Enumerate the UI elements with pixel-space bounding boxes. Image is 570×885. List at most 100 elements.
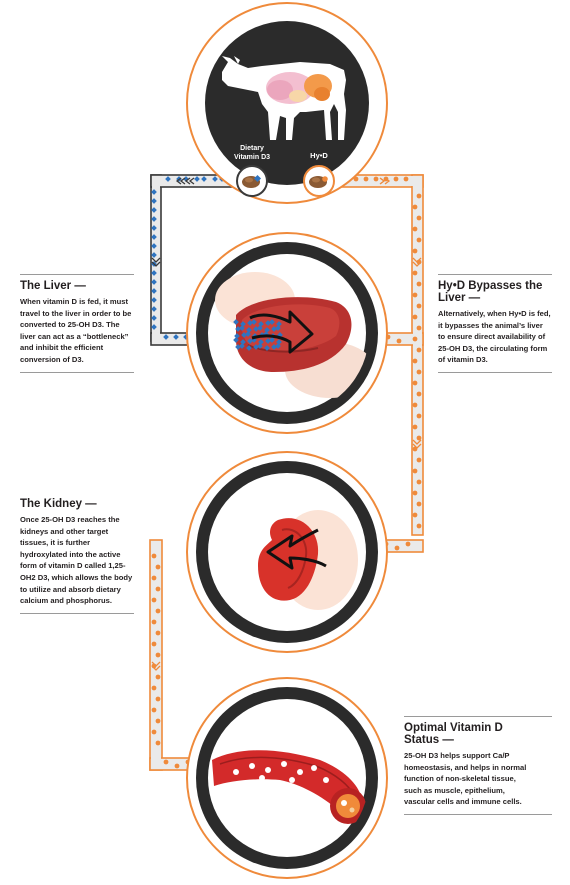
- pipe-diamond: [151, 306, 157, 312]
- pipe-dot: [416, 193, 422, 199]
- callout-hyd-bypass-title: Hy•D Bypasses the Liver —: [438, 280, 543, 304]
- pipe-diamond: [253, 326, 259, 332]
- pipe-dot: [412, 292, 418, 298]
- callout-rule: [438, 274, 552, 275]
- pipe-dot: [297, 769, 303, 775]
- pipe-dot: [281, 761, 287, 767]
- pipe-dot: [155, 564, 161, 570]
- pipe-diamond: [264, 327, 270, 333]
- conversion-arrow-icon: [249, 310, 314, 354]
- pipe-dot: [151, 729, 157, 735]
- callout-rule: [404, 716, 552, 717]
- callout-status: Optimal Vitamin D Status — 25-OH D3 help…: [404, 716, 552, 815]
- pipe-diamond: [275, 343, 281, 349]
- pipe-dot: [259, 775, 265, 781]
- pipe-dot: [416, 237, 422, 243]
- pipe-dot: [412, 226, 418, 232]
- pipe-diamond: [276, 339, 282, 345]
- pipe-dot: [412, 270, 418, 276]
- pipe-dot: [412, 380, 418, 386]
- pipe-dot: [416, 215, 422, 221]
- pipe-dot: [416, 457, 422, 463]
- pipe-diamond: [246, 327, 252, 333]
- pipe-dot: [412, 402, 418, 408]
- pipe-diamond: [257, 325, 263, 331]
- callout-kidney-title: The Kidney —: [20, 498, 97, 510]
- pipe-diamond: [151, 234, 157, 240]
- pipe-diamond: [265, 320, 271, 326]
- pipe-diamond: [234, 333, 240, 339]
- pipe-diamond: [271, 344, 277, 350]
- callout-rule: [438, 371, 552, 373]
- pipe-dot: [363, 176, 369, 182]
- pipe-dot: [151, 597, 157, 603]
- pipe-dot: [249, 763, 255, 769]
- pipe-diamond: [246, 345, 252, 351]
- pipe-dot: [323, 777, 329, 783]
- pipe-dot: [416, 281, 422, 287]
- pipe-diamond: [151, 270, 157, 276]
- pipe-dot: [412, 490, 418, 496]
- pipe-diamond: [151, 216, 157, 222]
- callout-kidney-body: Once 25-OH D3 reaches the kidneys and ot…: [20, 515, 133, 606]
- cow-circle: Dietary Vitamin D3 Hy•D: [186, 2, 388, 204]
- pipe-dot: [373, 176, 379, 182]
- pipe-diamond: [201, 176, 207, 182]
- pipe-diamond: [233, 319, 239, 325]
- pipe-diamond: [239, 325, 245, 331]
- pipe-diamond: [245, 331, 251, 337]
- callout-rule: [20, 371, 134, 373]
- pipe-dot: [265, 767, 271, 773]
- pipe-dot: [155, 674, 161, 680]
- pipe-dot: [416, 347, 422, 353]
- pipe-dot: [416, 325, 422, 331]
- pipe-diamond: [151, 288, 157, 294]
- pipe-dot: [151, 641, 157, 647]
- pipe-dot: [233, 769, 239, 775]
- pipe-dot: [416, 413, 422, 419]
- pipe-diamond: [241, 332, 247, 338]
- pipe-dot: [412, 336, 418, 342]
- blood-vessel-circle: [186, 677, 388, 879]
- callout-liver-title: The Liver —: [20, 280, 86, 292]
- pipe-dot: [416, 435, 422, 441]
- pipe-dot: [416, 369, 422, 375]
- callout-liver-body: When vitamin D is fed, it must travel to…: [20, 297, 132, 364]
- pipe-diamond: [258, 339, 264, 345]
- pipe-diamond: [275, 325, 281, 331]
- pipe-dot: [416, 391, 422, 397]
- callout-status-body: 25-OH D3 helps support Ca/P homeostasis,…: [404, 751, 527, 807]
- callout-rule: [20, 612, 134, 614]
- pipe-dot: [151, 619, 157, 625]
- pipe-dot: [416, 523, 422, 529]
- pipe-diamond: [265, 338, 271, 344]
- pipe-dot: [416, 501, 422, 507]
- pipe-dot: [155, 740, 161, 746]
- callout-status-title: Optimal Vitamin D Status —: [404, 722, 503, 746]
- pipe-diamond: [163, 334, 169, 340]
- pipe-diamond: [251, 319, 257, 325]
- pipe-diamond: [269, 337, 275, 343]
- pipe-diamond: [151, 315, 157, 321]
- pipe-dot: [289, 777, 295, 783]
- pipe-diamond: [194, 176, 200, 182]
- pipe-dot: [155, 586, 161, 592]
- pipe-dot: [393, 176, 399, 182]
- pipe-dot: [151, 707, 157, 713]
- liver-circle: [186, 232, 388, 434]
- pipe-diamond: [271, 326, 277, 332]
- cow-silhouette-icon: [222, 56, 346, 140]
- dietary-label-line1: Dietary: [240, 145, 264, 152]
- pipe-diamond: [240, 339, 246, 345]
- pipe-diamond: [276, 321, 282, 327]
- pipe-diamond: [151, 297, 157, 303]
- pipe-dot: [412, 512, 418, 518]
- pipe-dot: [155, 696, 161, 702]
- pipe-dot: [412, 424, 418, 430]
- pipe-diamond: [239, 343, 245, 349]
- pipe-dot: [396, 338, 402, 344]
- pipe-diamond: [151, 189, 157, 195]
- hyd-pellet-icon: [303, 165, 335, 197]
- pipe-dot: [151, 553, 157, 559]
- pipe-diamond: [233, 337, 239, 343]
